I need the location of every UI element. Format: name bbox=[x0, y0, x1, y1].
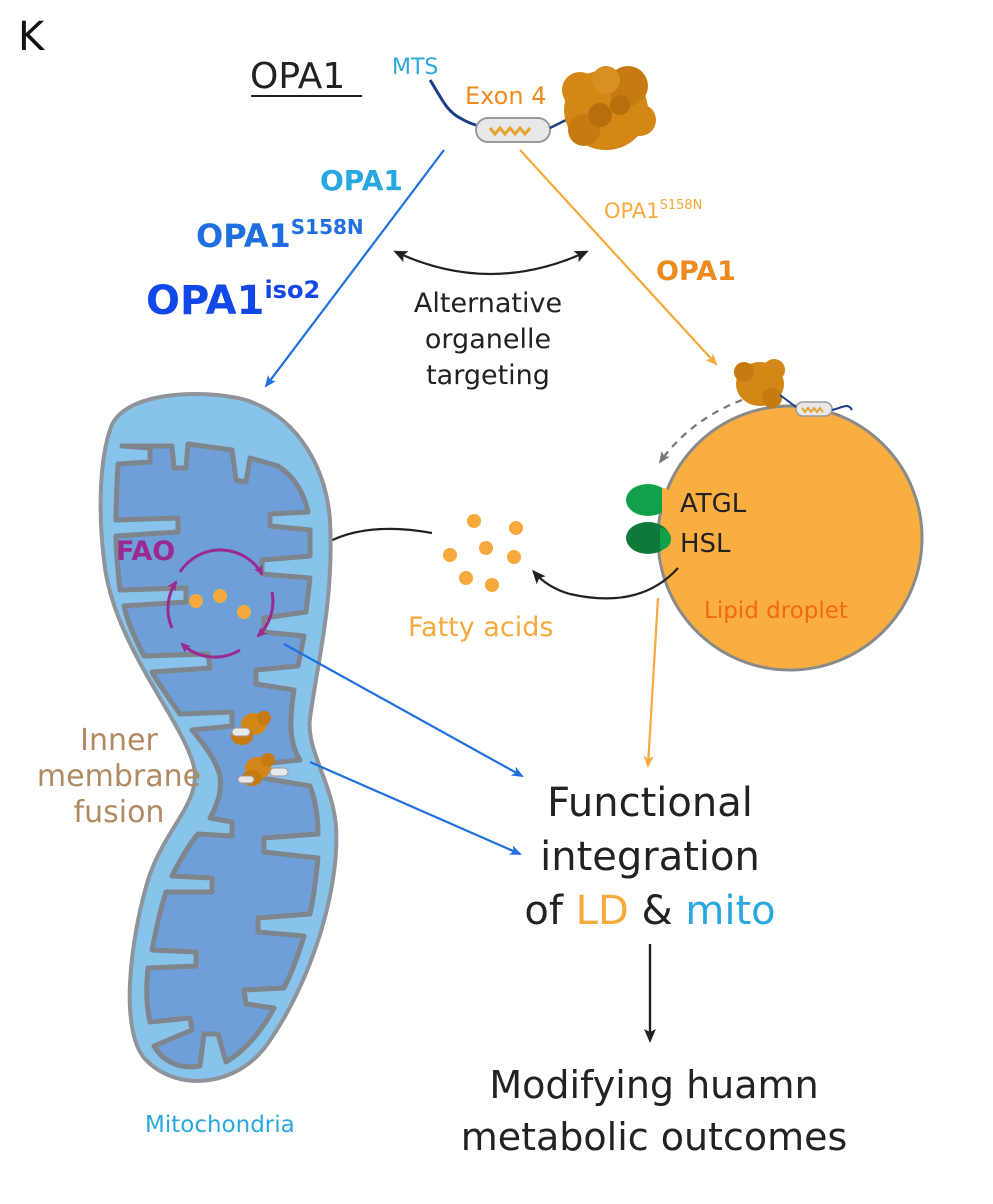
opa1-fusion-complex bbox=[231, 711, 289, 786]
opa1-globular-domain bbox=[562, 66, 656, 150]
integration-line-3: of LD & mito bbox=[524, 888, 775, 934]
left-isoform-list: OPA1 OPA1S158N OPA1iso2 bbox=[146, 164, 403, 324]
targeting-label: Alternative organelle targeting bbox=[414, 288, 562, 391]
outcome-line-1: Modifying huamn bbox=[489, 1063, 818, 1107]
alternative-targeting-arrow bbox=[393, 250, 589, 276]
hsl-label: HSL bbox=[680, 529, 731, 559]
protein-title: OPA1 bbox=[250, 56, 345, 97]
atgl-label: ATGL bbox=[680, 489, 747, 519]
fao-arc-3 bbox=[180, 642, 241, 659]
integration-mito: mito bbox=[685, 888, 775, 934]
fusion-to-integration-arrow bbox=[309, 760, 522, 856]
fao-label: FAO bbox=[116, 536, 175, 567]
integration-line-2: integration bbox=[540, 834, 760, 880]
targeting-line-3: targeting bbox=[426, 360, 550, 391]
left-isoform-s158n: OPA1S158N bbox=[196, 215, 364, 255]
fao-arc-2 bbox=[256, 591, 275, 638]
left-isoform-opa1: OPA1 bbox=[320, 164, 403, 197]
right-isoform-s158n: OPA1S158N bbox=[604, 198, 702, 223]
fatty-acid-release-arrow bbox=[532, 567, 679, 600]
exon-label: Exon 4 bbox=[465, 82, 546, 110]
integration-amp: & bbox=[641, 888, 672, 934]
integration-ld: LD bbox=[576, 888, 629, 934]
right-isoform-opa1: OPA1 bbox=[656, 256, 736, 287]
mitochondrion bbox=[98, 391, 339, 1083]
targeting-line-2: organelle bbox=[425, 324, 551, 355]
mito-targeting-arrow bbox=[264, 149, 445, 388]
mitochondria-label: Mitochondria bbox=[145, 1112, 295, 1138]
fao-arc-4 bbox=[166, 580, 178, 629]
integration-prefix: of bbox=[524, 888, 563, 934]
outcome-line-2: metabolic outcomes bbox=[461, 1115, 848, 1159]
hsl-enzyme bbox=[626, 522, 671, 554]
mitochondrion-inner-membrane bbox=[113, 441, 321, 1070]
left-isoform-iso2: OPA1iso2 bbox=[146, 276, 320, 324]
ld-to-integration-arrow bbox=[643, 597, 660, 768]
fusion-line-3: fusion bbox=[74, 795, 165, 830]
fao-to-integration-arrow bbox=[283, 643, 524, 777]
atgl-enzyme bbox=[626, 484, 674, 516]
opa1-on-lipid-droplet bbox=[734, 359, 853, 417]
lipid-droplet-label: Lipid droplet bbox=[704, 598, 848, 624]
fusion-line-2: membrane bbox=[37, 759, 201, 794]
fusion-label: Inner membrane fusion bbox=[37, 723, 201, 830]
lipolysis-activation-arrow bbox=[658, 398, 743, 464]
ld-targeting-arrow bbox=[519, 149, 718, 366]
fao-cycle bbox=[166, 548, 275, 659]
integration-line-1: Functional bbox=[547, 780, 753, 826]
panel-label: K bbox=[18, 14, 46, 60]
exon4-domain bbox=[475, 117, 551, 143]
fatty-acids-label: Fatty acids bbox=[408, 612, 553, 643]
fusion-line-1: Inner bbox=[80, 723, 158, 758]
fao-arc-1 bbox=[178, 548, 264, 576]
fatty-acid-dots bbox=[443, 514, 523, 592]
integration-label: Functional integration of LD & mito bbox=[524, 780, 775, 934]
mts-label: MTS bbox=[392, 55, 438, 80]
outcome-label: Modifying huamn metabolic outcomes bbox=[461, 1063, 848, 1159]
targeting-line-1: Alternative bbox=[414, 288, 562, 319]
